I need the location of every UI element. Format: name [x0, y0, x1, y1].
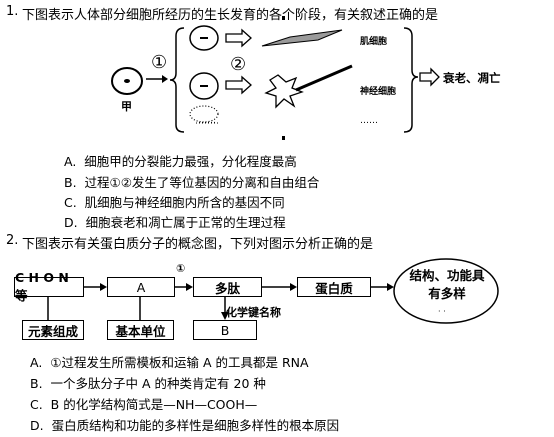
muscle-label: 肌细胞 [360, 37, 388, 47]
cell-mid-right [189, 105, 219, 123]
function-label: 结构、功能具有多样 [409, 268, 485, 301]
q2-number: 2. [6, 233, 19, 248]
option-text: B 的化学结构简式是—NH—COOH— [50, 397, 258, 412]
dots-left: …… [198, 116, 216, 126]
box-peptide: 多肽 [193, 277, 262, 297]
bond-label: 化学键名称 [226, 306, 281, 319]
step1-label: ① [151, 52, 168, 73]
muscle-cell [261, 29, 343, 47]
box-protein: 蛋白质 [297, 277, 371, 297]
q2-option-b[interactable]: B. 一个多肽分子中 A 的种类肯定有 20 种 [30, 373, 266, 392]
dots-right: …… [360, 116, 378, 126]
option-text: 蛋白质结构和功能的多样性是细胞多样性的根本原因 [51, 418, 340, 433]
cell-top [189, 25, 219, 51]
q2-option-c[interactable]: C. B 的化学结构简式是—NH—COOH— [30, 394, 257, 413]
q2-stem: 下图表示有关蛋白质分子的概念图，下列对图示分析正确的是 [22, 237, 374, 252]
q2-option-a[interactable]: A. ①过程发生所需模板和运输 A 的工具都是 RNA [30, 352, 309, 371]
box-b: B [193, 320, 257, 340]
nerve-axon [295, 64, 353, 92]
option-letter: A. [30, 355, 43, 370]
nerve-label: 神经细胞 [360, 87, 397, 97]
box-a: A [107, 277, 175, 297]
function-ellipse [393, 258, 499, 324]
option-text: ①过程发生所需模板和运输 A 的工具都是 RNA [50, 355, 309, 370]
cell-jia [111, 67, 143, 95]
option-letter: C. [64, 195, 77, 210]
option-text: 肌细胞与神经细胞内所含的基因不同 [84, 195, 285, 210]
right-brace [403, 27, 419, 133]
hollow-arrow-top [225, 28, 252, 48]
option-letter: B. [64, 175, 77, 190]
cell-mid-left [189, 72, 219, 100]
q1-option-d[interactable]: D. 细胞衰老和凋亡属于正常的生理过程 [64, 212, 286, 231]
option-letter: B. [30, 376, 43, 391]
step2-label: ② [230, 54, 247, 75]
option-letter: A. [64, 154, 77, 169]
q1-number: 1. [6, 4, 19, 19]
cell-jia-nucleus [124, 79, 130, 83]
option-letter: D. [30, 418, 44, 433]
option-text: 一个多肽分子中 A 的种类肯定有 20 种 [50, 376, 266, 391]
option-text: 细胞甲的分裂能力最强，分化程度最高 [84, 154, 297, 169]
box-element: 元素组成 [22, 320, 84, 340]
cell-jia-label: 甲 [121, 100, 132, 113]
hollow-arrow-end [419, 67, 440, 87]
hollow-arrow-mid [225, 75, 252, 95]
q2-option-d[interactable]: D. 蛋白质结构和功能的多样性是细胞多样性的根本原因 [30, 415, 339, 434]
nerve-cell [264, 74, 304, 109]
end-label: 衰老、凋亡 [443, 71, 501, 85]
box-chon: C H O N 等 [14, 270, 84, 303]
q1-stem: 下图表示人体部分细胞所经历的生长发育的各个阶段，有关叙述正确的是 [22, 8, 439, 23]
box-unit: 基本单位 [107, 320, 174, 340]
step1-q2: ① [176, 262, 186, 275]
option-text: 过程①②发生了等位基因的分离和自由组合 [84, 175, 320, 190]
q1-option-a[interactable]: A. 细胞甲的分裂能力最强，分化程度最高 [64, 151, 297, 170]
option-letter: C. [30, 397, 43, 412]
option-text: 细胞衰老和凋亡属于正常的生理过程 [85, 215, 286, 230]
q1-option-c[interactable]: C. 肌细胞与神经细胞内所含的基因不同 [64, 192, 285, 211]
q1-option-b[interactable]: B. 过程①②发生了等位基因的分离和自由组合 [64, 172, 319, 191]
left-brace [169, 27, 185, 133]
function-tail: · · [438, 307, 446, 316]
option-letter: D. [64, 215, 78, 230]
